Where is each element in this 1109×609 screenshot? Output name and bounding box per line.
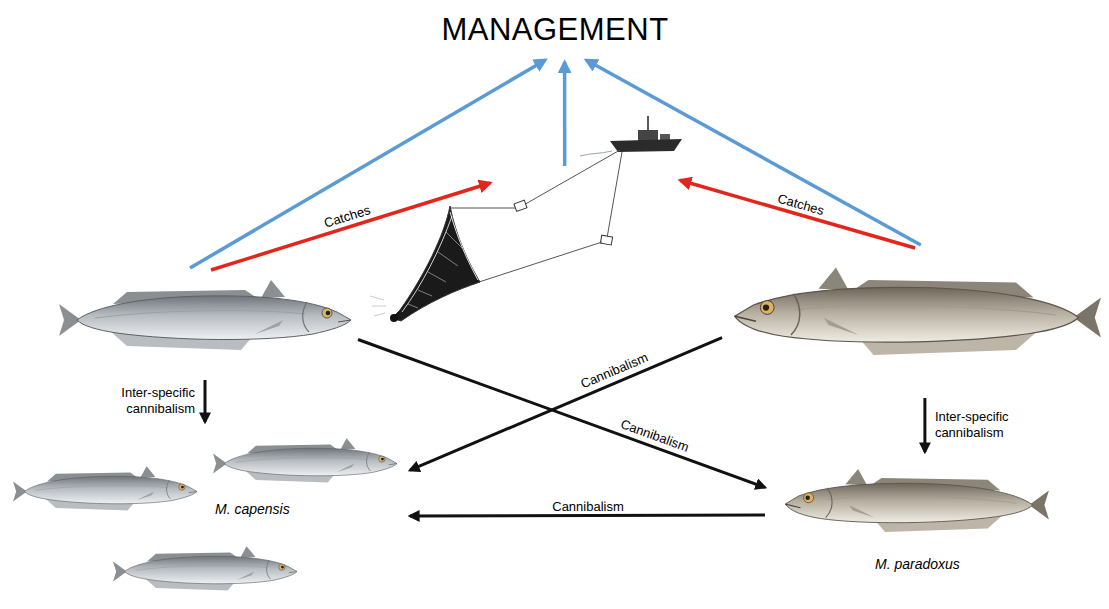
connector-arrow xyxy=(190,60,545,268)
trawler xyxy=(580,116,682,156)
edge-label-anchor: Cannibalism xyxy=(552,496,624,514)
edge-label: Inter-specific cannibalism xyxy=(85,385,195,416)
connector-arrow xyxy=(410,338,722,471)
hake-paradoxus-adult xyxy=(735,268,1101,356)
edge-label: Cannibalism xyxy=(619,416,692,455)
connector-arrow xyxy=(586,60,921,245)
edge-label-anchor: Cannibalism xyxy=(618,414,691,455)
edge-label: Cannibalism xyxy=(552,498,624,514)
management-label: MANAGEMENT xyxy=(441,12,668,48)
edge-label-anchor: Catches xyxy=(322,200,373,231)
hake-capensis-juvenile xyxy=(213,438,397,482)
connector-arrow xyxy=(923,398,926,452)
hake-capensis-juvenile xyxy=(113,546,297,590)
hake-capensis-juvenile xyxy=(13,466,197,510)
trawl-net xyxy=(370,150,622,322)
connector-arrow xyxy=(211,183,490,270)
edge-label: Cannibalism xyxy=(579,350,651,392)
hake-capensis-adult xyxy=(59,280,351,350)
capensis-adult-node xyxy=(55,268,355,378)
connector-arrow xyxy=(204,380,207,422)
connector-arrow xyxy=(563,62,567,166)
edge-label-anchor: Cannibalism xyxy=(578,348,651,393)
connector-arrow xyxy=(680,180,915,248)
connector-arrow xyxy=(410,515,765,516)
management-box: MANAGEMENT xyxy=(435,6,675,54)
connector-arrow xyxy=(358,340,765,488)
trawler-node xyxy=(370,125,700,330)
edge-label-anchor: Inter-specific cannibalism xyxy=(935,409,1045,441)
capensis-juvenile-node: M. capensis xyxy=(8,428,408,604)
edge-label: Catches xyxy=(322,202,372,231)
hake-paradoxus-juvenile xyxy=(785,469,1049,532)
species-name: M. capensis xyxy=(215,501,290,518)
paradoxus-adult-node xyxy=(728,248,1106,388)
edge-label: Catches xyxy=(775,190,825,218)
edge-label-anchor: Catches xyxy=(775,188,826,219)
edge-label-anchor: Inter-specific cannibalism xyxy=(85,385,195,417)
edge-label: Inter-specific cannibalism xyxy=(935,409,1045,440)
species-name: M. paradoxus xyxy=(875,556,960,573)
paradoxus-juvenile-node: M. paradoxus xyxy=(770,455,1065,575)
